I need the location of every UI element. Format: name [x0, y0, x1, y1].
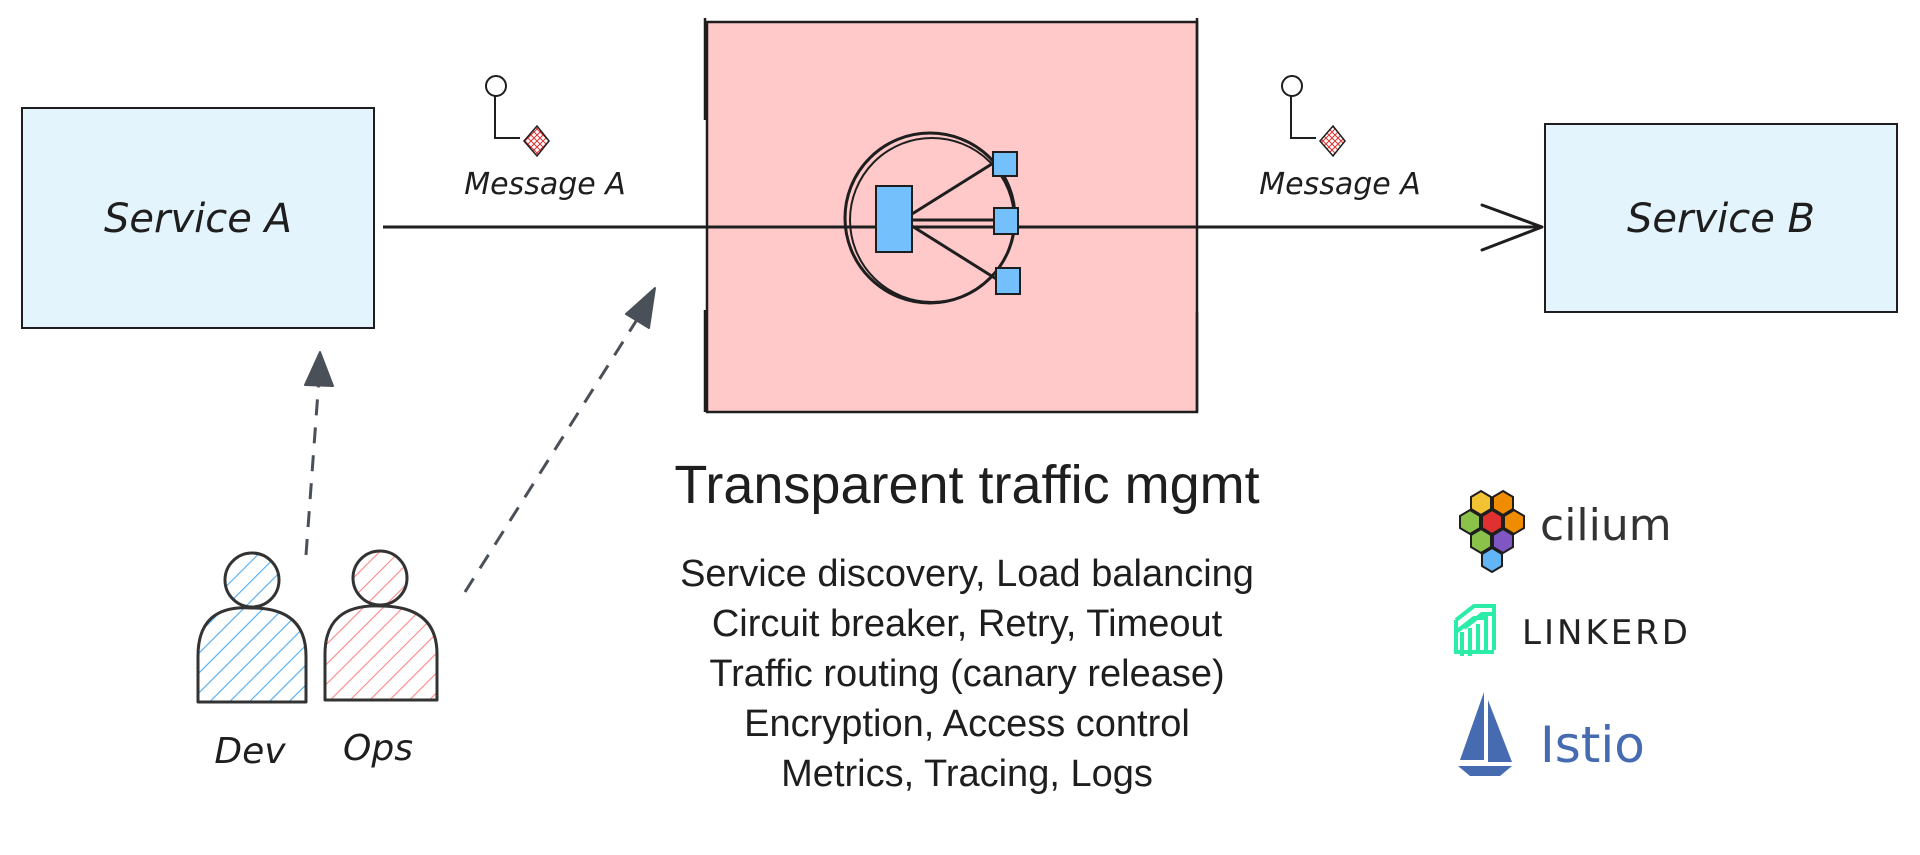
ops-person-icon	[323, 549, 439, 702]
message-flow-arrow	[383, 203, 1544, 252]
message-left-envelope-icon	[485, 75, 550, 158]
proxy-heading: Transparent traffic mgmt	[674, 455, 1259, 515]
service-b-box: Service B	[1544, 123, 1898, 313]
feature-item: Circuit breaker, Retry, Timeout	[712, 603, 1223, 645]
service-b-label: Service B	[1627, 196, 1815, 242]
message-left-label: Message A	[464, 167, 626, 202]
ops-label: Ops	[343, 728, 413, 769]
dev-to-service-a-arrow	[304, 351, 334, 556]
sidecar-proxy-box	[703, 18, 1199, 414]
istio-logo: Istio	[1458, 692, 1645, 776]
linkerd-icon	[1454, 604, 1496, 656]
feature-item: Metrics, Tracing, Logs	[781, 753, 1153, 795]
service-a-box: Service A	[21, 107, 375, 329]
linkerd-logo: LINKERD	[1454, 604, 1691, 656]
istio-wordmark: Istio	[1540, 716, 1645, 774]
feature-item: Traffic routing (canary release)	[709, 653, 1224, 695]
proxy-feature-list: Service discovery, Load balancing Circui…	[680, 553, 1254, 795]
message-right-label: Message A	[1259, 167, 1421, 202]
ops-to-proxy-arrow	[463, 287, 656, 593]
cilium-logo: cilium	[1459, 489, 1672, 574]
istio-sail-icon	[1458, 692, 1512, 776]
load-balancer-icon	[843, 131, 1021, 305]
service-a-label: Service A	[104, 196, 292, 242]
linkerd-wordmark: LINKERD	[1522, 613, 1691, 653]
feature-item: Encryption, Access control	[744, 703, 1190, 745]
message-right-envelope-icon	[1281, 75, 1346, 158]
cilium-hexagon-icon	[1459, 489, 1525, 574]
cilium-wordmark: cilium	[1540, 500, 1672, 551]
dev-label: Dev	[214, 731, 286, 772]
dev-person-icon	[196, 551, 308, 704]
feature-item: Service discovery, Load balancing	[680, 553, 1254, 595]
